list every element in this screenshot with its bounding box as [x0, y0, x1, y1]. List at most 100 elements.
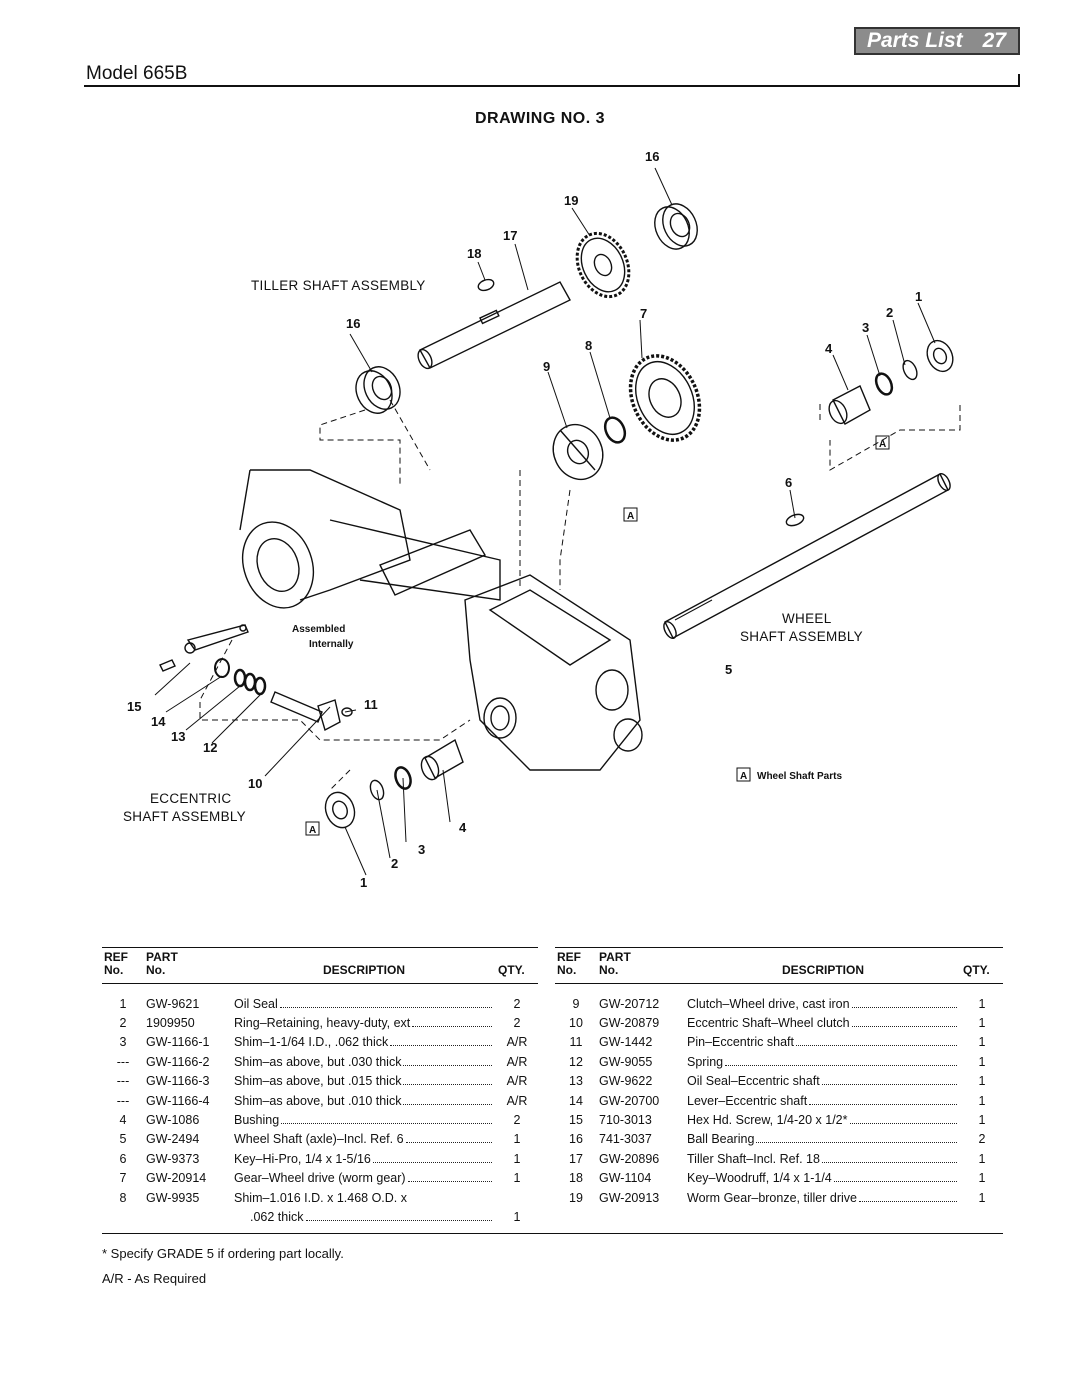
qty-header: QTY.	[496, 947, 538, 984]
assembled-internally-label-2: Internally	[309, 639, 354, 650]
description-cell: Spring	[685, 1052, 961, 1071]
ball-bearing-16-top	[654, 203, 698, 250]
part-number: GW-20896	[599, 1151, 660, 1166]
callout-label: 16	[346, 316, 360, 331]
lever-14	[184, 624, 249, 654]
oil-seal-13	[214, 658, 230, 678]
callout-label: 16	[645, 149, 659, 164]
description-text: Eccentric Shaft–Wheel clutch	[687, 1016, 850, 1031]
page-badge: Parts List 27	[854, 27, 1020, 55]
quantity: A/R	[506, 1054, 528, 1069]
wheel-drive-gear-7	[628, 354, 702, 442]
description-cell: Pin–Eccentric shaft	[685, 1033, 961, 1052]
callout-label: A	[740, 771, 747, 782]
callout-label: 18	[467, 246, 481, 261]
bushing-4-top	[828, 385, 871, 425]
part-number: GW-9373	[146, 1151, 200, 1166]
retaining-ring-2-top	[902, 359, 918, 381]
dot-leader	[858, 1200, 957, 1202]
dot-leader	[372, 1161, 492, 1163]
quantity: 1	[978, 1016, 986, 1031]
description-text: Shim–as above, but .010 thick	[234, 1093, 402, 1108]
spring-12	[233, 668, 267, 696]
dot-leader	[405, 1142, 492, 1144]
qty-header: QTY.	[961, 947, 1003, 984]
part-number: GW-2494	[146, 1132, 200, 1147]
quantity: A/R	[506, 1093, 528, 1108]
header-rule	[84, 85, 1020, 87]
retaining-ring-2-bottom	[369, 779, 385, 801]
ref-number: 2	[119, 1016, 127, 1031]
part-number: GW-1442	[599, 1035, 653, 1050]
callout-label: 1	[915, 289, 922, 304]
description-cell: Hex Hd. Screw, 1/4-20 x 1/2*	[685, 1110, 961, 1129]
dot-leader	[796, 1045, 957, 1047]
part-number: GW-9055	[599, 1054, 653, 1069]
description-text: Oil Seal	[234, 996, 278, 1011]
description-cell: Oil Seal–Eccentric shaft	[685, 1072, 961, 1091]
eccentric-shaft-assembly-label-2: SHAFT ASSEMBLY	[123, 809, 246, 824]
ref-number: 14	[569, 1093, 583, 1108]
dot-leader	[756, 1142, 957, 1144]
callout-label: 17	[503, 228, 517, 243]
wheel-shaft-5	[663, 473, 951, 639]
part-number: 1909950	[146, 1016, 195, 1031]
shim-3-bottom	[394, 766, 412, 790]
quantity: 1	[513, 1171, 521, 1186]
callout-label: A	[879, 439, 886, 450]
callout-label: 7	[640, 306, 647, 321]
pin-11	[341, 707, 353, 717]
as-required-footnote: A/R - As Required	[102, 1271, 207, 1286]
oil-seal-1-bottom	[324, 791, 356, 829]
callout-label: 14	[151, 714, 166, 729]
callout-label: 12	[203, 740, 217, 755]
dot-leader	[279, 1006, 492, 1008]
description-text: Spring	[687, 1054, 724, 1069]
quantity	[496, 1188, 538, 1207]
description-text: Key–Woodruff, 1/4 x 1-1/4	[687, 1171, 832, 1186]
dot-leader	[851, 1026, 957, 1028]
callout-label: 4	[825, 341, 833, 356]
part-number: GW-1166-1	[146, 1035, 210, 1050]
transmission-housing	[464, 574, 643, 771]
dot-leader	[725, 1064, 957, 1066]
quantity: 1	[513, 1209, 521, 1224]
dot-leader	[305, 1219, 492, 1221]
quantity: 2	[513, 1016, 521, 1031]
description-text: Bushing	[234, 1113, 280, 1128]
callout-label: 19	[564, 193, 578, 208]
description-cell: Tiller Shaft–Incl. Ref. 18	[685, 1149, 961, 1168]
part-number: GW-20914	[146, 1171, 207, 1186]
callout-label: 2	[391, 856, 398, 871]
shim-8	[603, 416, 627, 444]
drawing-title: DRAWING NO. 3	[474, 110, 606, 127]
header-rule-tick	[1018, 74, 1020, 87]
quantity: A/R	[506, 1035, 528, 1050]
description-header: DESCRIPTION	[232, 947, 496, 984]
part-number: GW-1086	[146, 1113, 200, 1128]
table-bottom-rule	[102, 1233, 1003, 1234]
legend-box-a-3	[736, 767, 751, 782]
ref-number: ---	[116, 1074, 130, 1089]
description-cell: Shim–1-1/64 I.D., .062 thick	[232, 1033, 496, 1052]
ref-number: 19	[569, 1190, 583, 1205]
description-cell: Shim–1.016 I.D. x 1.468 O.D. x	[232, 1188, 496, 1207]
dot-leader	[821, 1084, 957, 1086]
legend-box-a-1	[875, 435, 890, 450]
quantity: 1	[978, 996, 986, 1011]
ref-number: 4	[119, 1113, 127, 1128]
